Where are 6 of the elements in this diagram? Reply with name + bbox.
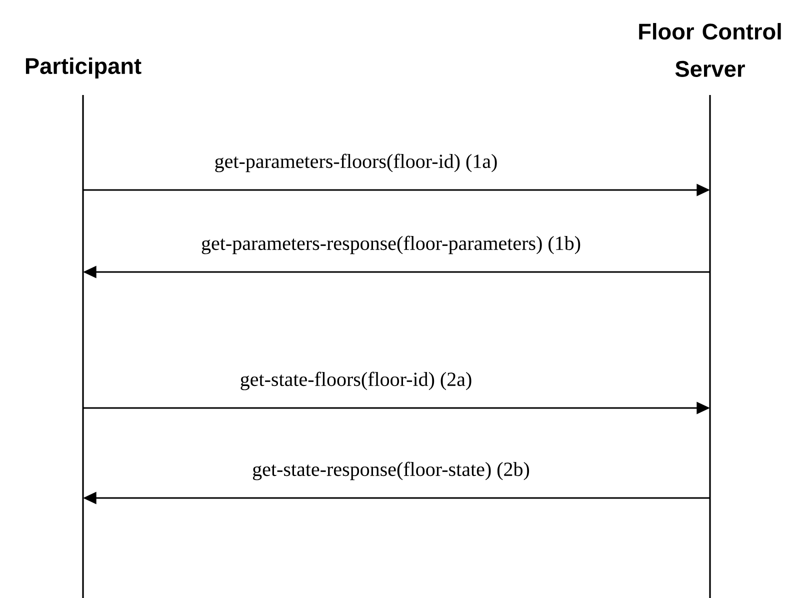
- edge-label: get-state-response(floor-state) (2b): [252, 462, 530, 480]
- edge-label: get-parameters-response(floor-parameters) (1b): [202, 236, 580, 254]
- participant-label: Floor Control Server: [639, 23, 781, 77]
- edge-label: get-state-floors(floor-id) (2a): [240, 372, 472, 390]
- participant-label: Participant: [26, 57, 142, 79]
- edge-label: get-parameters-floors(floor-id) (1a): [215, 154, 497, 172]
